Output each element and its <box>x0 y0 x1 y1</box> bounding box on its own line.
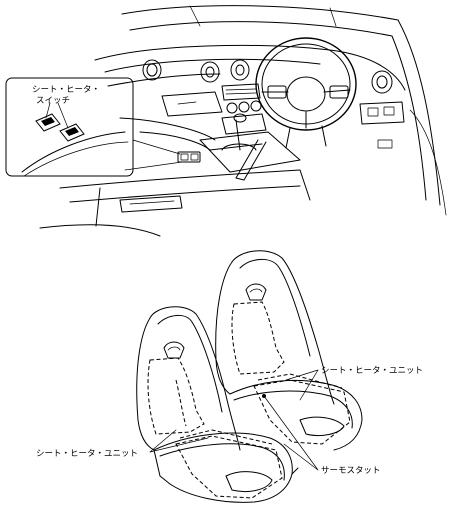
switch-inset <box>5 77 183 177</box>
seats-illustration: シート・ヒータ・ユニット シート・ヒータ・ユニット サーモスタット <box>36 250 423 503</box>
label-seat-heater-switch-line1: シート・ヒータ・ <box>32 85 100 95</box>
label-thermostat: サーモスタット <box>321 466 381 476</box>
leader-heater-unit-right <box>285 369 319 401</box>
label-seat-heater-switch-line2: スイッチ <box>36 96 70 106</box>
seat-heater-switch-left <box>35 113 61 132</box>
leader-thermostat <box>263 395 319 471</box>
label-seat-heater-unit-right: シート・ヒータ・ユニット <box>321 366 423 376</box>
leader-heater-unit-left <box>149 429 209 453</box>
car-interior-illustration: シート・ヒータ・ スイッチ <box>5 5 447 237</box>
label-seat-heater-unit-left: シート・ヒータ・ユニット <box>36 449 138 459</box>
seat-heater-switch-right <box>59 123 85 142</box>
thermostat-marker <box>262 394 266 398</box>
